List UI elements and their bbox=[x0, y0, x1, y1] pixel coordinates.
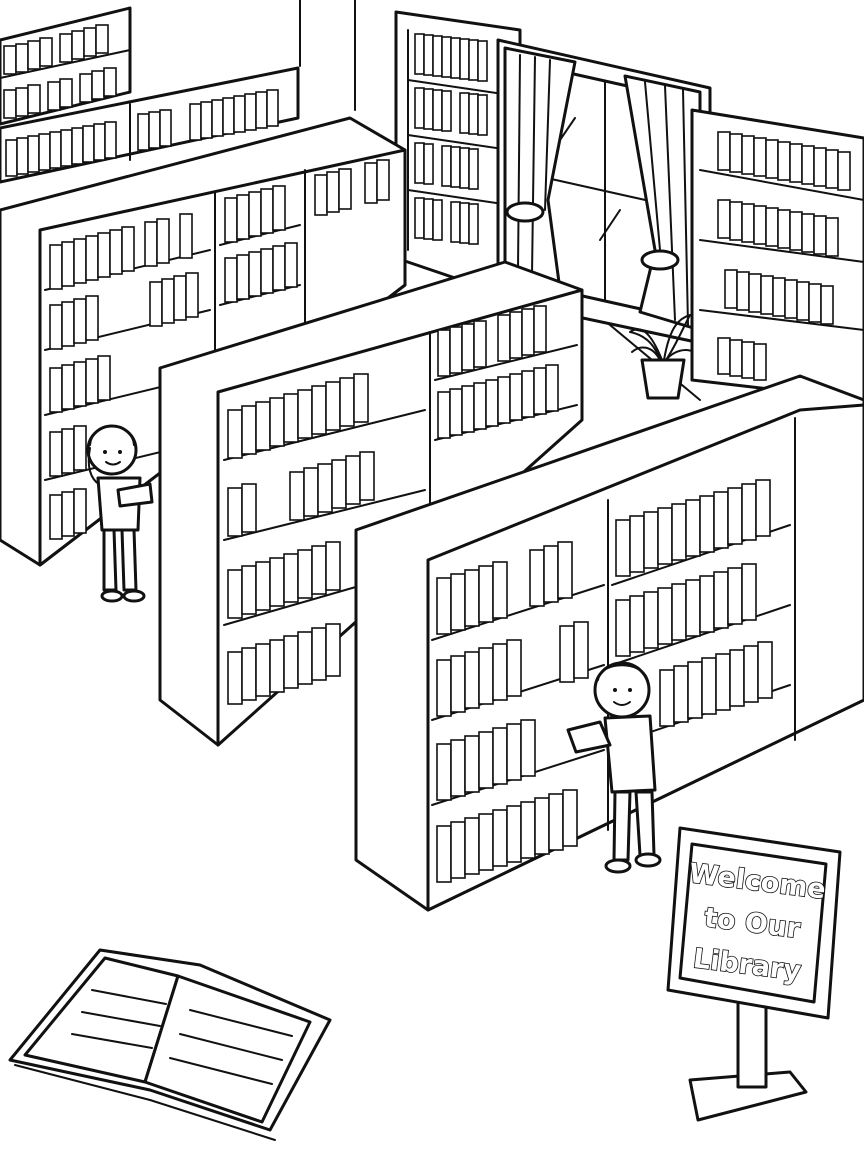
bookshelf-back-right bbox=[690, 108, 864, 402]
boy-reading bbox=[566, 661, 662, 874]
bookshelf-back-left bbox=[0, 6, 132, 126]
book-row bbox=[436, 479, 773, 883]
welcome-sign: Welcome to Our Library bbox=[666, 826, 842, 1122]
bookshelf-back-center bbox=[394, 10, 522, 302]
curtain-left bbox=[503, 46, 577, 292]
book-row bbox=[49, 159, 390, 540]
book-row bbox=[227, 305, 559, 705]
potted-plant bbox=[629, 314, 695, 400]
curtain-right bbox=[623, 74, 702, 332]
bookshelf-mid-left bbox=[0, 66, 300, 184]
book-row bbox=[414, 33, 488, 245]
book-row bbox=[5, 89, 279, 177]
book-row bbox=[717, 131, 851, 381]
bookshelf-front bbox=[354, 374, 864, 912]
girl-reading bbox=[86, 424, 154, 603]
book-row bbox=[3, 24, 117, 119]
window bbox=[496, 38, 712, 347]
open-book bbox=[8, 948, 332, 1141]
